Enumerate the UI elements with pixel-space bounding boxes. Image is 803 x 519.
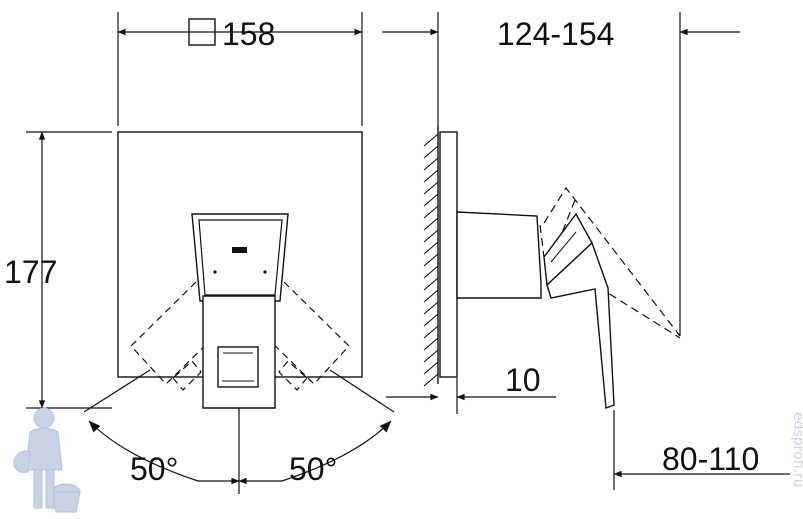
hatch-line — [423, 277, 439, 291]
hatch-line — [423, 337, 439, 351]
hatch-line — [423, 241, 439, 255]
hatch-line — [423, 253, 439, 267]
label-plate-width: 158 — [222, 16, 275, 52]
label-angle-right: 50° — [289, 451, 337, 487]
mixer-body-side — [456, 211, 542, 299]
hatch-line — [423, 265, 439, 279]
hatch-line — [423, 133, 439, 147]
lever-side — [543, 212, 615, 409]
lever-front — [191, 213, 289, 409]
hatch-line — [423, 217, 439, 231]
wall-hatching — [423, 133, 439, 387]
hatch-line — [423, 373, 439, 387]
plumber-mascot-icon — [13, 407, 81, 513]
hatch-line — [423, 157, 439, 171]
hatch-line — [423, 289, 439, 303]
hatch-line — [423, 349, 439, 363]
watermark: edsprofi.ru — [13, 407, 803, 513]
label-plate-height: 177 — [4, 254, 57, 290]
square-symbol — [188, 18, 216, 46]
hatch-line — [423, 193, 439, 207]
dimension-lines — [26, 12, 790, 494]
hatch-line — [423, 325, 439, 339]
label-lever-length: 80-110 — [662, 441, 759, 477]
hatch-line — [423, 181, 439, 195]
plate-side — [439, 131, 458, 378]
hatch-line — [423, 145, 439, 159]
lever-rotated-right-dashed — [248, 281, 350, 391]
hatch-line — [423, 361, 439, 375]
hatch-line — [423, 169, 439, 183]
watermark-text: edsprofi.ru — [790, 412, 803, 488]
hatch-line — [423, 205, 439, 219]
hatch-line — [423, 313, 439, 327]
label-angle-left: 50° — [130, 451, 178, 487]
dimension-labels: 158 124-154 177 10 80-110 50° 50° — [4, 16, 759, 487]
label-depth-range: 124-154 — [497, 16, 614, 52]
label-wall-offset: 10 — [505, 362, 541, 398]
front-view — [117, 131, 363, 409]
hatch-line — [423, 301, 439, 315]
side-view — [423, 126, 681, 409]
lever-rotated-left-dashed — [130, 281, 232, 391]
hatch-line — [423, 229, 439, 243]
